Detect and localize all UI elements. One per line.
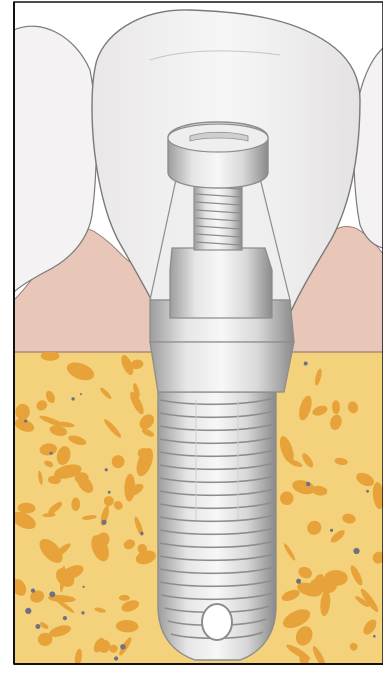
bone-dark-spot xyxy=(25,608,31,614)
abutment-shoulder xyxy=(170,248,272,318)
bone-dark-spot xyxy=(35,624,40,629)
bone-dark-spot xyxy=(102,520,107,525)
bone-dark-spot xyxy=(80,393,82,395)
abutment-screw-shaft xyxy=(194,180,242,250)
bone-dark-spot xyxy=(71,397,74,400)
implant-vent-hole xyxy=(202,604,232,640)
bone-dark-spot xyxy=(306,482,310,486)
bone-dark-spot xyxy=(24,419,27,422)
bone-dark-spot xyxy=(31,589,35,593)
bone-spot xyxy=(75,472,89,483)
bone-dark-spot xyxy=(140,532,143,535)
bone-dark-spot xyxy=(353,548,359,554)
bone-dark-spot xyxy=(330,529,333,532)
implant-platform-ring xyxy=(150,342,294,392)
implant-fixture xyxy=(158,392,276,660)
bone-dark-spot xyxy=(366,490,369,493)
bone-dark-spot xyxy=(373,635,376,638)
bone-dark-spot xyxy=(50,452,53,455)
bone-spot xyxy=(119,595,130,601)
bone-dark-spot xyxy=(49,591,55,597)
bone-dark-spot xyxy=(114,656,118,660)
bone-dark-spot xyxy=(296,579,301,584)
bone-dark-spot xyxy=(63,616,67,620)
bone-dark-spot xyxy=(108,491,111,494)
bone-spot xyxy=(41,351,60,361)
bone-dark-spot xyxy=(304,362,308,366)
bone-dark-spot xyxy=(81,611,84,614)
bone-dark-spot xyxy=(83,586,85,588)
bone-dark-spot xyxy=(105,468,108,471)
bone-dark-spot xyxy=(120,644,125,649)
bone-spot xyxy=(324,570,348,586)
